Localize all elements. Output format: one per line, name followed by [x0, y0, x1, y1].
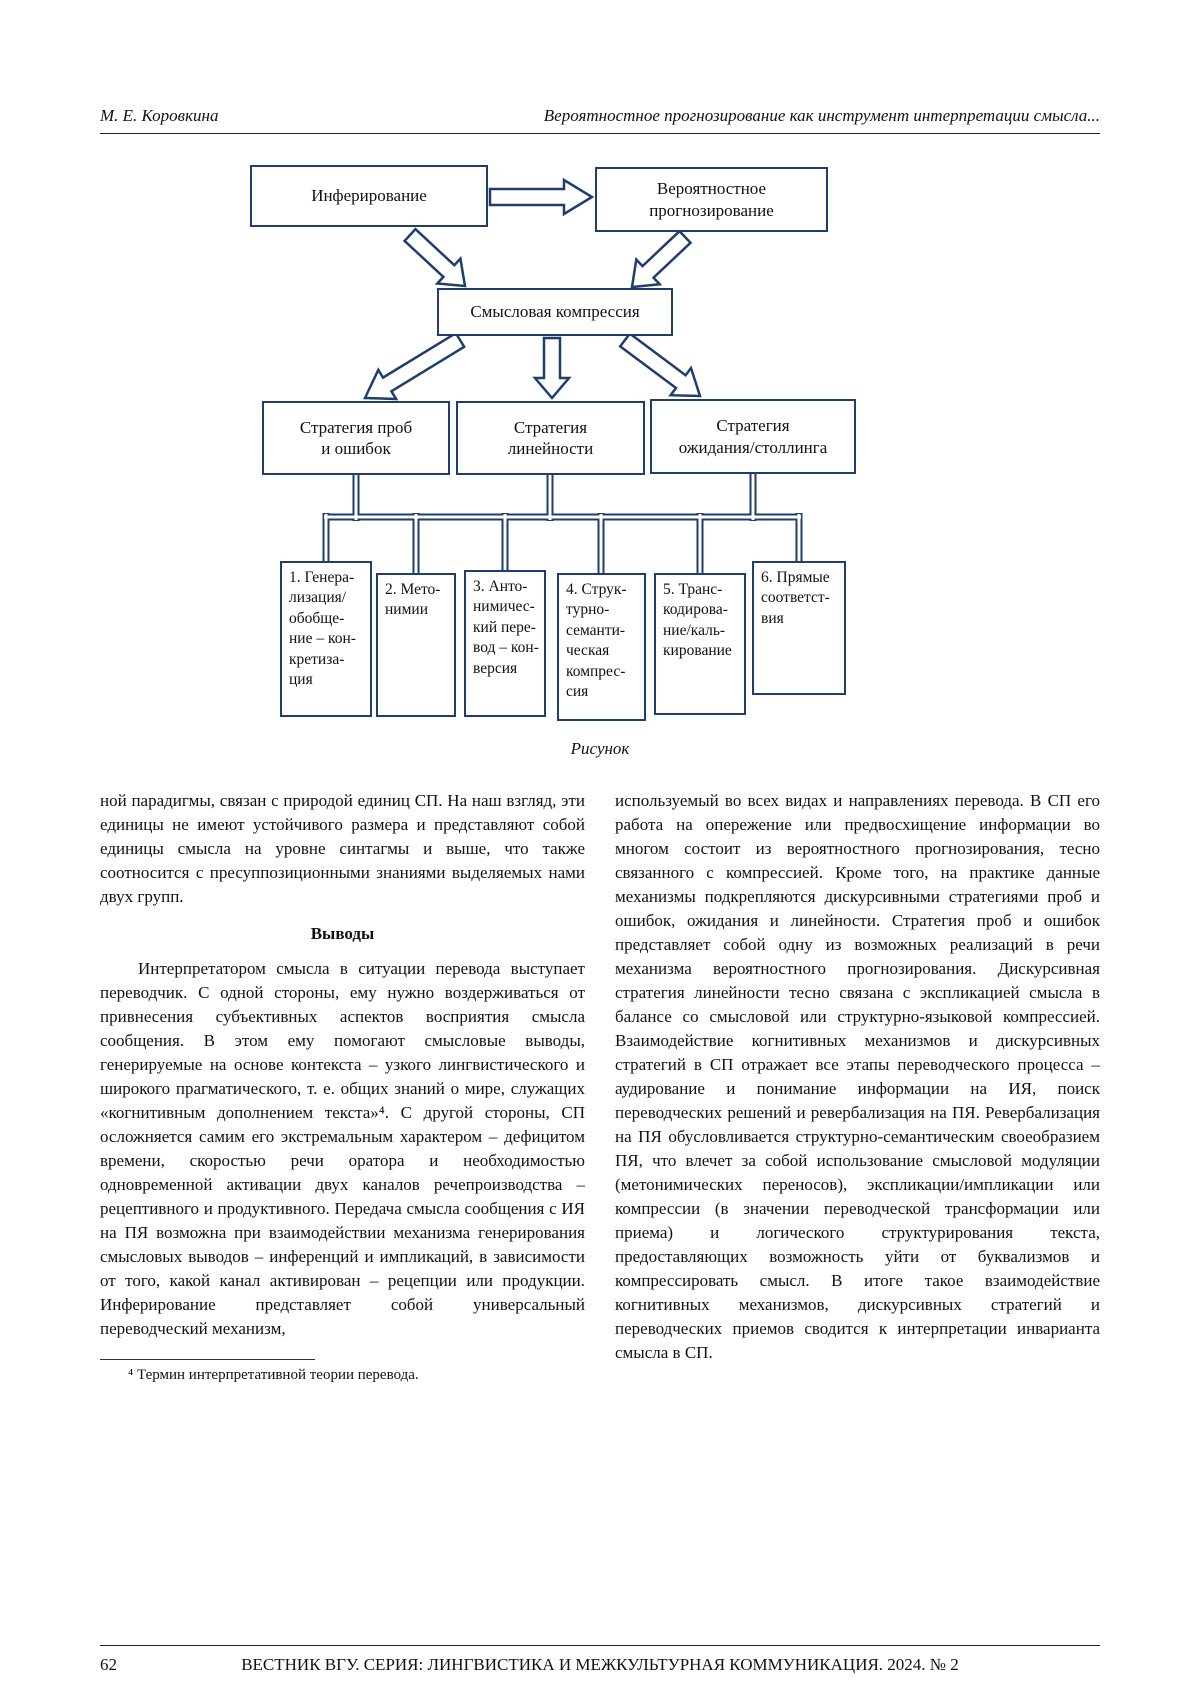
paragraph: Интерпретатором смысла в ситуации перево… [100, 959, 585, 1338]
arrow-compression-to-trial [363, 331, 466, 401]
footnote: ⁴ Термин интерпретативной теории перевод… [128, 1367, 419, 1383]
paragraph: ной парадигмы, связан с природой единиц … [100, 791, 585, 906]
figure-caption: Рисунок [570, 739, 630, 758]
section-heading: Выводы [310, 924, 375, 943]
box-probabilistic-forecasting: Вероятностное прогнозирование [595, 167, 828, 232]
arrow-compression-to-waiting [618, 331, 702, 398]
arrow-compression-to-linearity [532, 336, 572, 400]
running-head: М. Е. Коровкина Вероятностное прогнозиро… [100, 106, 1100, 134]
right-column: используемый во всех видах и направления… [615, 789, 1100, 1386]
arrow-probabilistic-to-compression [630, 229, 693, 289]
box-strategy-trial-error: Стратегия проб и ошибок [262, 401, 450, 475]
box-technique-generalization: 1. Генера- лизация/ обобще- ние – кон- к… [280, 561, 372, 717]
box-technique-antonymic: 3. Анто- нимичес- кий пере- вод – кон- в… [464, 570, 546, 717]
figure-diagram: Инферирование Вероятностное прогнозирова… [100, 160, 1100, 723]
box-technique-structural-semantic: 4. Струк- турно- семанти- ческая компрес… [557, 573, 646, 721]
arrow-inferencing-to-compression [402, 227, 467, 288]
running-title: Вероятностное прогнозирование как инстру… [543, 106, 1100, 125]
left-column: ной парадигмы, связан с природой единиц … [100, 789, 585, 1386]
arrow-inferencing-to-probabilistic [488, 177, 595, 217]
box-inferencing: Инферирование [250, 165, 488, 227]
author-name: М. Е. Коровкина [100, 106, 219, 125]
journal-title: ВЕСТНИК ВГУ. СЕРИЯ: ЛИНГВИСТИКА И МЕЖКУЛ… [241, 1655, 959, 1674]
box-strategy-linearity: Стратегия линейности [456, 401, 645, 475]
footnote-divider [100, 1359, 315, 1360]
body-text: ной парадигмы, связан с природой единиц … [100, 789, 1100, 1386]
box-technique-metonymy: 2. Мето- нимии [376, 573, 456, 717]
box-semantic-compression: Смысловая компрессия [437, 288, 673, 336]
figure: Инферирование Вероятностное прогнозирова… [100, 160, 1100, 759]
box-technique-transcoding: 5. Транс- кодирова- ние/каль- кирование [654, 573, 746, 715]
page-number: 62 [100, 1655, 117, 1674]
page-footer: 62 ВЕСТНИК ВГУ. СЕРИЯ: ЛИНГВИСТИКА И МЕЖ… [100, 1645, 1100, 1675]
box-technique-direct-correspondences: 6. Прямые соответст- вия [752, 561, 846, 695]
box-strategy-waiting-stalling: Стратегия ожидания/столлинга [650, 399, 856, 474]
diagram-connectors [322, 177, 803, 576]
paragraph: используемый во всех видах и направления… [615, 791, 1100, 1362]
